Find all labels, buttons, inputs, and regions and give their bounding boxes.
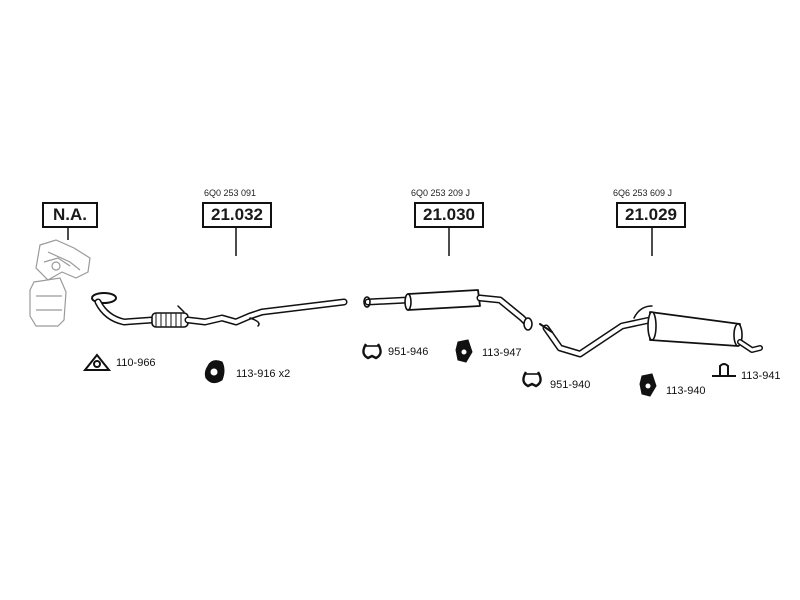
middle-silencer bbox=[363, 289, 533, 331]
label-hanger-rear: 113-940 bbox=[666, 385, 706, 397]
label-gasket: 110-966 bbox=[116, 357, 156, 369]
part-box-na: N.A. bbox=[42, 202, 98, 228]
part-box-front-pipe: 21.032 bbox=[202, 202, 272, 228]
clamp-icon bbox=[362, 343, 382, 360]
label-hanger-mid: 113-947 bbox=[482, 347, 522, 359]
oem-number-front-pipe: 6Q0 253 091 bbox=[204, 188, 257, 198]
label-clamp-mid: 951-946 bbox=[388, 346, 429, 358]
part-box-rear-silencer: 21.029 bbox=[616, 202, 686, 228]
front-pipe bbox=[91, 292, 348, 328]
label-hanger-front: 113-916 x2 bbox=[236, 368, 291, 380]
gasket-icon bbox=[82, 353, 112, 371]
hanger-icon-tail bbox=[712, 363, 736, 377]
oem-number-middle-silencer: 6Q0 253 209 J bbox=[411, 188, 471, 198]
part-box-middle-silencer: 21.030 bbox=[414, 202, 484, 228]
oem-number-rear-silencer: 6Q6 253 609 J bbox=[613, 188, 673, 198]
rear-silencer bbox=[539, 305, 763, 358]
label-clamp-rear: 951-940 bbox=[550, 379, 591, 391]
catalytic-converter bbox=[29, 239, 91, 327]
rubber-hanger-icon bbox=[204, 360, 225, 384]
hanger-icon bbox=[455, 339, 473, 363]
hanger-icon-rear bbox=[639, 373, 657, 397]
clamp-icon-rear bbox=[522, 371, 542, 388]
label-hanger-tail: 113-941 bbox=[741, 370, 781, 382]
